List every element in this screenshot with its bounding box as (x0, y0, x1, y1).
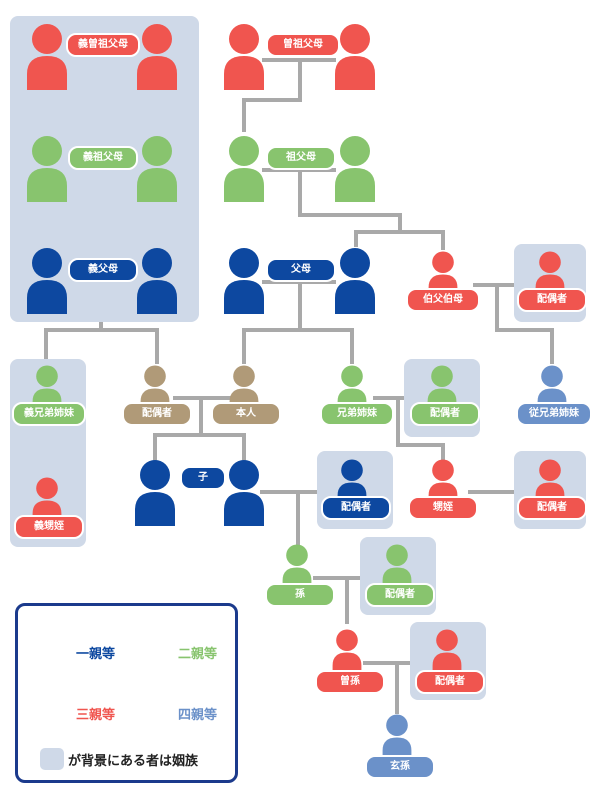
label-grandparents: 祖父母 (266, 146, 336, 170)
person-in-law-mother (135, 246, 179, 314)
legend: 一親等 二親等 三親等 四親等 が背景にある者は姻族 (15, 603, 238, 783)
line-self-to-child (153, 396, 203, 462)
person-in-law-father (25, 246, 69, 314)
label-siblings: 兄弟姉妹 (320, 402, 394, 426)
label-nephew-niece-spouse: 配偶者 (517, 496, 587, 520)
line-grandparents-children (354, 230, 445, 250)
label-in-law-grandparents: 義祖父母 (68, 146, 138, 170)
legend-in-law-note: が背景にある者は姻族 (68, 754, 199, 769)
person-in-law-great-grandfather (25, 22, 69, 90)
line-self-to-child-2 (199, 433, 246, 462)
legend-in-law-swatch (40, 748, 64, 770)
person-mother (333, 246, 377, 314)
label-great-grandchild-spouse: 配偶者 (415, 670, 485, 694)
legend-deg3-label: 三親等 (76, 708, 116, 723)
label-child: 子 (180, 466, 226, 490)
label-self-spouse: 配偶者 (122, 402, 192, 426)
label-uncle-aunt-spouse: 配偶者 (517, 288, 587, 312)
label-cousins: 従兄弟姉妹 (516, 402, 592, 426)
label-sibling-spouse: 配偶者 (410, 402, 480, 426)
person-child (133, 458, 177, 526)
label-child-spouse: 配偶者 (321, 496, 391, 520)
legend-deg1-label: 一親等 (76, 647, 116, 662)
label-in-law-great-grandparents: 義曽祖父母 (66, 33, 140, 57)
label-uncle-aunt: 伯父伯母 (406, 288, 480, 312)
line-grandparents-down (298, 168, 402, 234)
line-uncle-to-cousin (495, 283, 554, 364)
person-in-law-grandfather (25, 134, 69, 202)
legend-deg4-label: 四親等 (178, 708, 218, 723)
line-parents-down (242, 280, 302, 364)
label-grandchild: 孫 (265, 583, 335, 607)
legend-deg2-label: 二親等 (178, 647, 218, 662)
line-great-grandparents-down (242, 58, 302, 132)
person-grandfather (222, 134, 266, 202)
line-in-law-parents-to-spouse (99, 328, 159, 364)
label-in-law-siblings: 義兄弟姉妹 (12, 402, 86, 426)
person-in-law-great-grandmother (135, 22, 179, 90)
person-grandmother (333, 134, 377, 202)
label-nephew-niece: 甥姪 (408, 496, 478, 520)
person-great-grandfather (222, 22, 266, 90)
person-great-grandmother (333, 22, 377, 90)
person-father (222, 246, 266, 314)
line-sibling-to-nephew (396, 396, 445, 462)
label-parents: 父母 (266, 258, 336, 282)
label-in-law-parents: 義父母 (68, 258, 138, 282)
label-self: 本人 (211, 402, 281, 426)
label-great-great-grandchild: 玄孫 (365, 755, 435, 779)
line-parents-to-siblings (298, 328, 354, 364)
person-in-law-grandmother (135, 134, 179, 202)
person-child-2 (222, 458, 266, 526)
label-great-grandchild: 曽孫 (315, 670, 385, 694)
label-grandchild-spouse: 配偶者 (365, 583, 435, 607)
label-great-grandparents: 曽祖父母 (266, 33, 340, 57)
label-in-law-nephew-niece: 義甥姪 (14, 515, 84, 539)
